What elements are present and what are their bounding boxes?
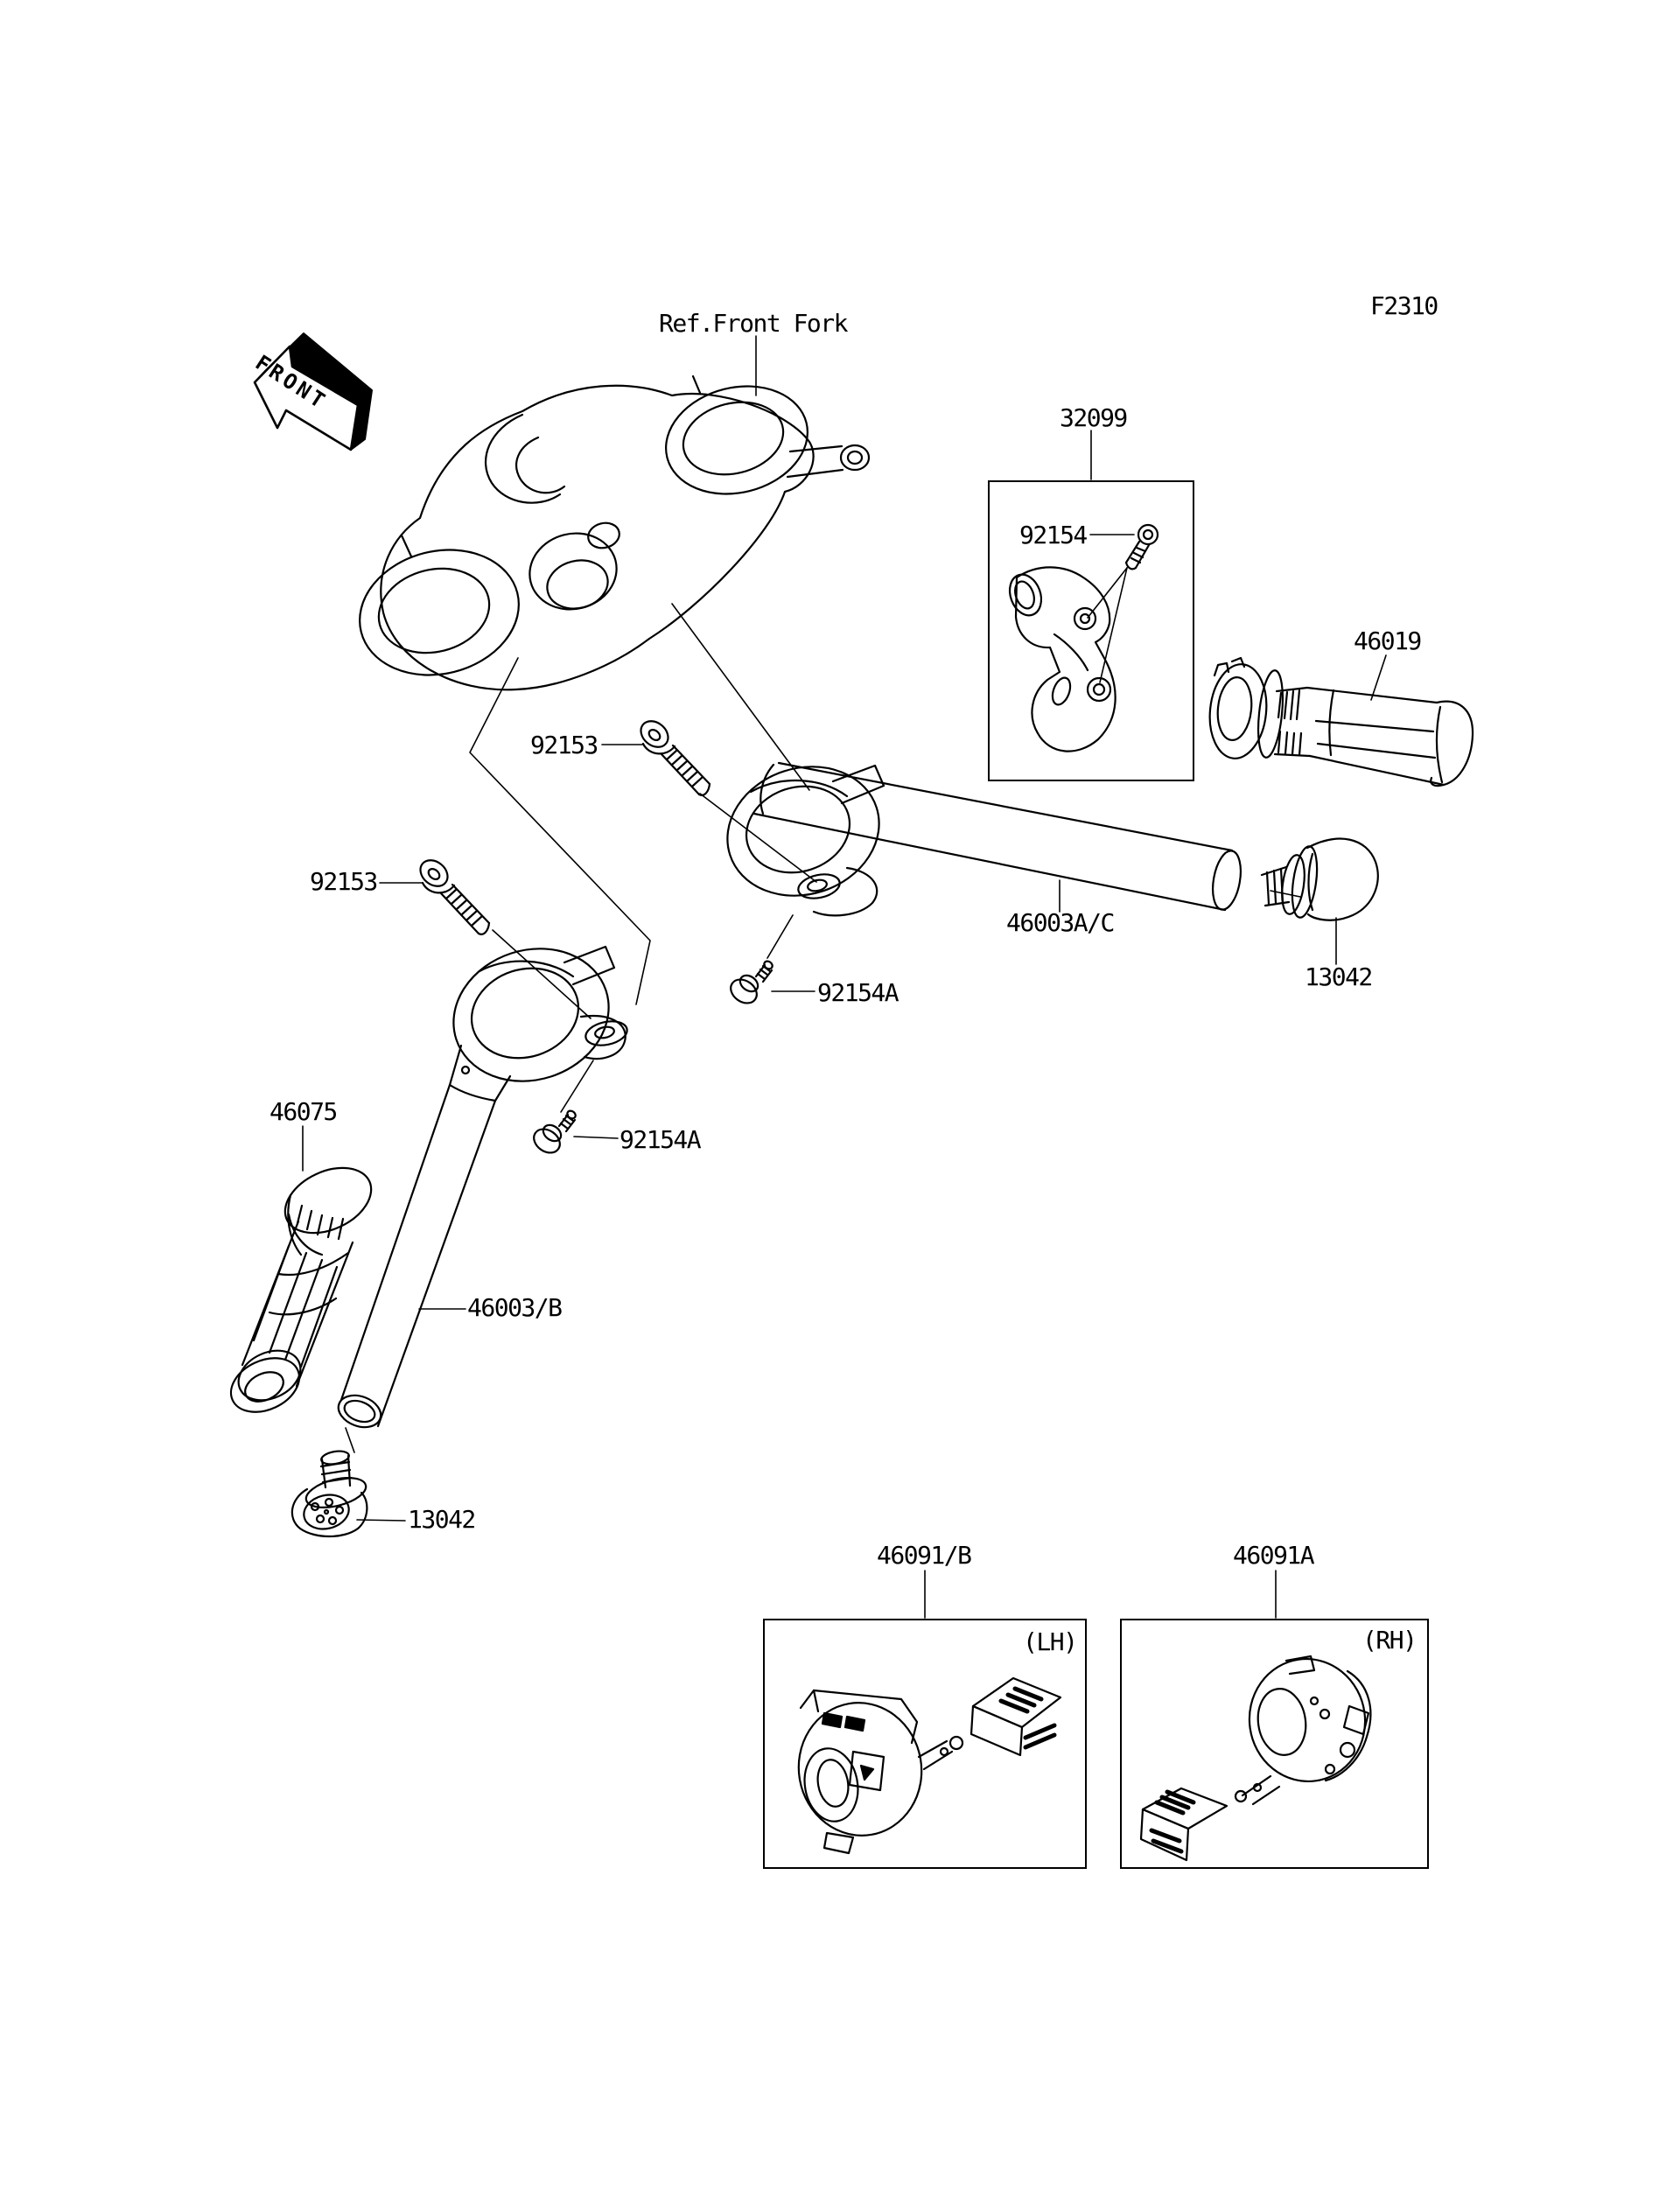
bolt-92153-lower-drawing (414, 854, 491, 935)
clamp-left-drawing (448, 945, 628, 1102)
holder-bolt-drawing (1124, 523, 1159, 570)
leader-lines (302, 335, 1387, 1619)
part-label-92154a-upper: 92154A (817, 978, 900, 1007)
bar-end-left-drawing (290, 1450, 368, 1537)
left-grip-drawing (229, 1166, 373, 1413)
figure-code-label: F2310 (1370, 291, 1438, 320)
throttle-grip-drawing (1208, 656, 1474, 787)
part-label-46019: 46019 (1354, 626, 1422, 655)
part-label-46091a: 46091A (1233, 1541, 1315, 1570)
part-label-46091b: 46091/B (877, 1541, 972, 1570)
part-label-92154a-lower: 92154A (620, 1125, 702, 1154)
bar-end-right-drawing (1260, 837, 1379, 921)
screw-92154a-upper-drawing (730, 960, 774, 1004)
clamp-right-drawing (726, 763, 886, 917)
handlebar-left-drawing (337, 1083, 497, 1429)
ref-front-fork-label: Ref.Front Fork (659, 309, 849, 338)
side-label-lh: (LH) (1023, 1627, 1078, 1656)
part-label-46075: 46075 (270, 1097, 338, 1126)
front-arrow-icon (253, 332, 373, 451)
screw-92154a-lower-drawing (528, 1108, 578, 1159)
part-label-46003ac: 46003A/C (1006, 908, 1115, 937)
part-label-92153-lower: 92153 (310, 867, 378, 896)
switch-rh-drawing (1139, 1655, 1372, 1862)
part-label-13042-right: 13042 (1305, 962, 1373, 991)
switch-rh-box (1120, 1619, 1429, 1869)
triple-clamp-drawing (359, 374, 871, 691)
side-label-rh: (RH) (1362, 1626, 1418, 1655)
holder-detail-box (988, 480, 1194, 781)
part-label-92154: 92154 (1019, 521, 1088, 549)
association-lines (469, 603, 810, 1005)
part-label-46003b: 46003/B (467, 1293, 563, 1322)
part-label-32099: 32099 (1060, 403, 1128, 432)
throttle-holder-drawing (1008, 566, 1116, 752)
switch-lh-box (763, 1619, 1087, 1869)
switch-lh-drawing (797, 1676, 1062, 1855)
bolt-92153-upper-drawing (640, 720, 711, 796)
part-label-13042-left: 13042 (408, 1505, 476, 1534)
handlebar-right-drawing (752, 761, 1242, 912)
part-label-92153-upper: 92153 (530, 731, 598, 759)
